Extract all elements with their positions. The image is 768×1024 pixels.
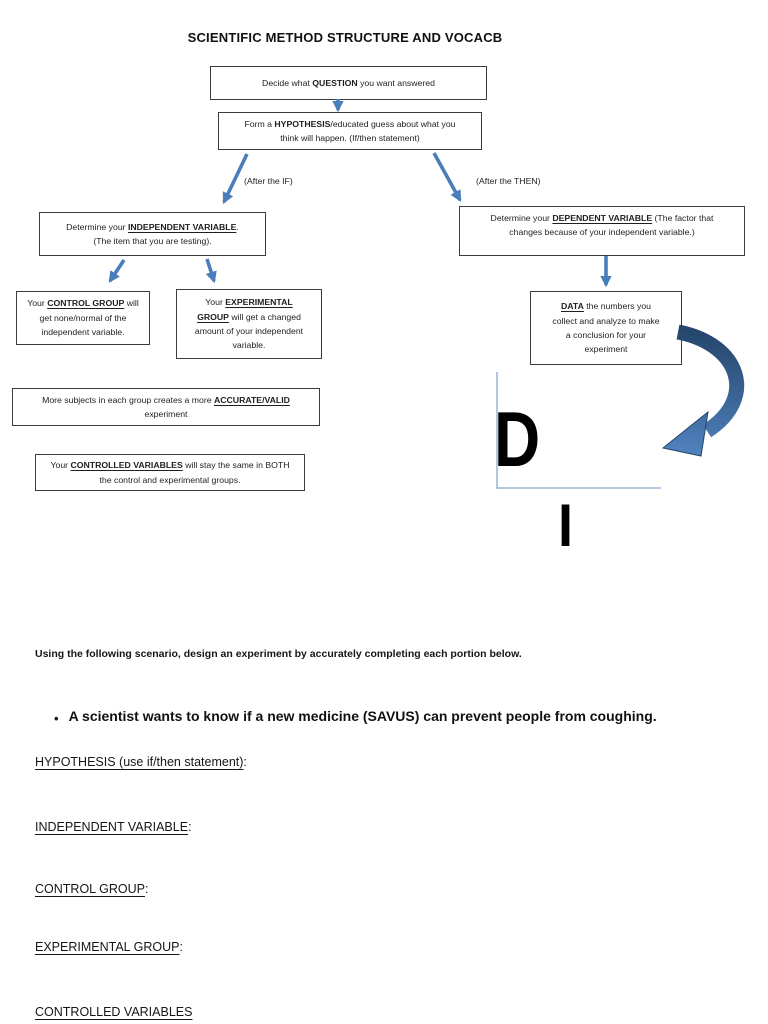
field-independent-variable: INDEPENDENT VARIABLE: [35,820,192,834]
control-group-box: Your CONTROL GROUP will get none/normal … [16,291,150,345]
curved-arrowhead-icon [661,410,709,457]
field-independent-variable-colon: : [188,820,192,834]
scenario-bullet-row: • A scientist wants to know if a new medi… [54,708,657,726]
arrow-independent-to-experimental-icon [205,258,217,284]
field-control-group-colon: : [144,882,149,896]
bullet-icon: • [54,711,59,726]
experimental-group-box-text: Your EXPERIMENTAL GROUP will get a chang… [194,297,304,351]
page-title: SCIENTIFIC METHOD STRUCTURE AND VOCACB [187,30,503,45]
independent-variable-box-text: Determine your INDEPENDENT VARIABLE. (Th… [66,221,239,246]
accurate-valid-box-text: More subjects in each group creates a mo… [42,394,290,419]
arrow-hypothesis-to-dependent-icon [432,152,462,203]
control-group-box-text: Your CONTROL GROUP will get none/normal … [27,298,139,338]
curved-arrow-icon [676,324,745,438]
big-letter-d: D [494,395,541,483]
dependent-variable-box: Determine your DEPENDENT VARIABLE (The f… [459,206,745,256]
controlled-variables-box: Your CONTROLLED VARIABLES will stay the … [35,454,305,491]
scenario-text: A scientist wants to know if a new medic… [68,708,657,724]
data-box: DATA the numbers you collect and analyze… [530,291,682,365]
accurate-valid-box: More subjects in each group creates a mo… [12,388,320,426]
hypothesis-box-text: Form a HYPOTHESIS/educated guess about w… [244,118,456,143]
after-if-label: (After the IF) [244,176,293,186]
field-hypothesis-colon: : [243,755,247,769]
dependent-variable-box-text: Determine your DEPENDENT VARIABLE (The f… [490,213,714,238]
field-experimental-group-colon: : [179,940,183,954]
field-hypothesis-label: HYPOTHESIS (use if/then statement) [35,755,244,769]
field-experimental-group: EXPERIMENTAL GROUP: [35,940,183,954]
instructions-text: Using the following scenario, design an … [35,648,522,660]
big-letter-i: I [558,492,574,559]
arrow-independent-to-control-icon [108,259,126,283]
field-controlled-variables: CONTROLLED VARIABLES [35,1005,192,1019]
data-box-text: DATA the numbers you collect and analyze… [552,301,660,355]
field-controlled-variables-label: CONTROLLED VARIABLES [35,1005,193,1019]
field-control-group: CONTROL GROUP: [35,882,148,896]
field-control-group-label: CONTROL GROUP [35,882,145,896]
question-box: Decide what QUESTION you want answered [210,66,487,100]
field-experimental-group-label: EXPERIMENTAL GROUP [35,940,180,954]
independent-variable-box: Determine your INDEPENDENT VARIABLE. (Th… [39,212,266,256]
question-box-text: Decide what QUESTION you want answered [262,77,435,88]
experimental-group-box: Your EXPERIMENTAL GROUP will get a chang… [176,289,322,359]
controlled-variables-box-text: Your CONTROLLED VARIABLES will stay the … [50,460,290,485]
after-then-label: (After the THEN) [476,176,541,186]
field-hypothesis: HYPOTHESIS (use if/then statement): [35,755,247,769]
field-independent-variable-label: INDEPENDENT VARIABLE [35,820,189,834]
hypothesis-box: Form a HYPOTHESIS/educated guess about w… [218,112,482,150]
